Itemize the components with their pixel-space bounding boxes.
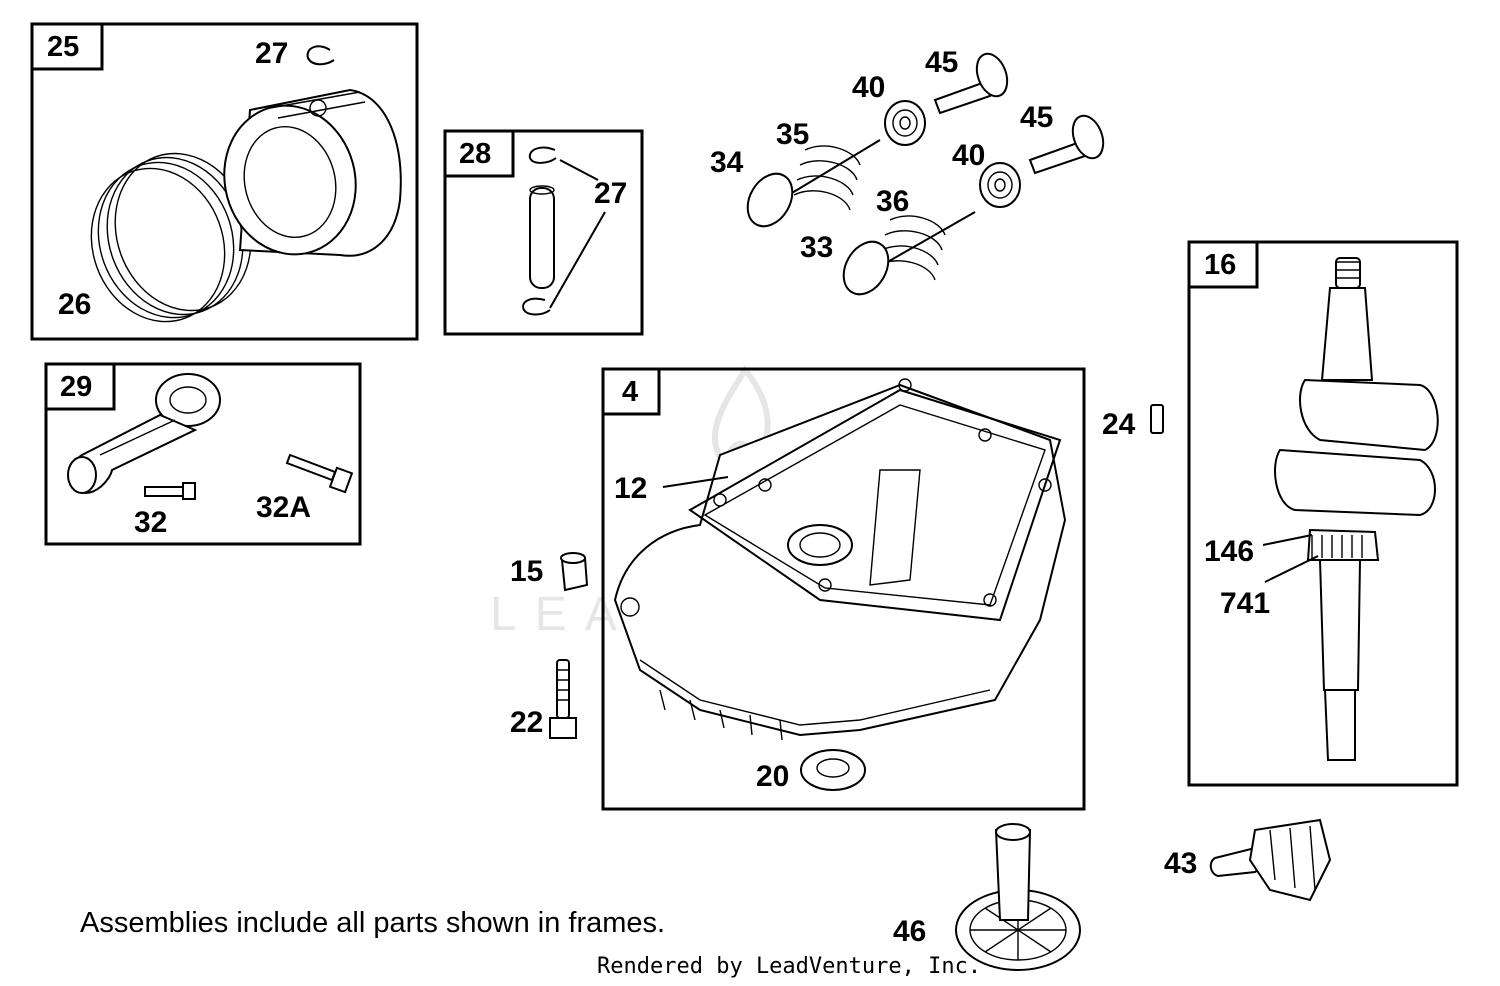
part-label-36: 36 — [876, 185, 909, 218]
piston-pin-part[interactable] — [529, 185, 555, 289]
frame-28-label: 28 — [459, 138, 491, 170]
governor-43-part[interactable] — [1209, 818, 1332, 902]
pin-clip-icon — [522, 146, 606, 316]
valve-tappet-45a-part[interactable] — [933, 50, 1013, 115]
watermark-flame-icon — [712, 364, 771, 473]
frame-29: 29 — [44, 362, 362, 546]
part-label-24: 24 — [1102, 408, 1136, 441]
oil-seal-20-part[interactable] — [800, 749, 866, 791]
part-label-20: 20 — [756, 760, 789, 793]
frame-16-label: 16 — [1204, 249, 1236, 281]
piston-rings-part[interactable] — [70, 134, 272, 340]
frame-25-label: 25 — [47, 31, 79, 63]
part-label-40: 40 — [852, 71, 885, 104]
leader-line-146 — [1262, 534, 1313, 546]
leader-line-12 — [662, 476, 729, 488]
rod-bolt-32a-icon — [285, 453, 354, 494]
crankshaft-part[interactable] — [1274, 257, 1439, 761]
crankcase-part[interactable] — [613, 378, 1067, 741]
piston-part[interactable] — [208, 88, 402, 269]
valve-spring-36-part[interactable] — [835, 211, 976, 302]
valve-tappet-45b-part[interactable] — [1028, 112, 1109, 175]
part-label-27b: 27 — [594, 177, 627, 210]
assemblies-note: Assemblies include all parts shown in fr… — [80, 907, 665, 939]
part-label-15: 15 — [510, 555, 543, 588]
frame-4: 4 — [601, 367, 1086, 811]
part-label-40b: 40 — [952, 139, 985, 172]
valve-retainer-40b-part[interactable] — [979, 162, 1021, 208]
part-label-45: 45 — [925, 46, 958, 79]
part-label-741: 741 — [1220, 587, 1270, 620]
part-label-43: 43 — [1164, 847, 1197, 880]
part-label-32: 32 — [134, 506, 167, 539]
part-label-32a: 32A — [256, 491, 311, 524]
frame-4-label: 4 — [622, 376, 638, 408]
credit-text: Rendered by LeadVenture, Inc. — [597, 954, 981, 979]
part-label-46: 46 — [893, 915, 926, 948]
frame-29-label: 29 — [60, 371, 92, 403]
frame-25: 25 — [30, 22, 419, 341]
part-label-26: 26 — [58, 288, 91, 321]
plug-15-part[interactable] — [560, 552, 589, 592]
part-label-35: 35 — [776, 118, 809, 151]
bolt-22-part[interactable] — [549, 659, 577, 739]
leader-line-741 — [1264, 555, 1319, 583]
rod-bolt-32-icon — [144, 482, 196, 500]
connecting-rod-part[interactable] — [67, 373, 221, 494]
frame-28: 28 — [443, 129, 644, 336]
part-label-34: 34 — [710, 146, 744, 179]
part-label-33: 33 — [800, 231, 833, 264]
part-label-27: 27 — [255, 37, 288, 70]
part-label-45b: 45 — [1020, 101, 1053, 134]
part-label-22: 22 — [510, 706, 543, 739]
valve-retainer-40a-part[interactable] — [884, 100, 926, 146]
retaining-clip-27-icon — [306, 45, 335, 66]
part-label-12: 12 — [614, 472, 647, 505]
cam-gear-46-part[interactable] — [955, 823, 1081, 971]
valve-spring-35-part[interactable] — [739, 139, 881, 234]
key-24-part[interactable] — [1150, 404, 1164, 434]
frame-16: 16 — [1187, 240, 1459, 787]
part-label-146: 146 — [1204, 535, 1254, 568]
